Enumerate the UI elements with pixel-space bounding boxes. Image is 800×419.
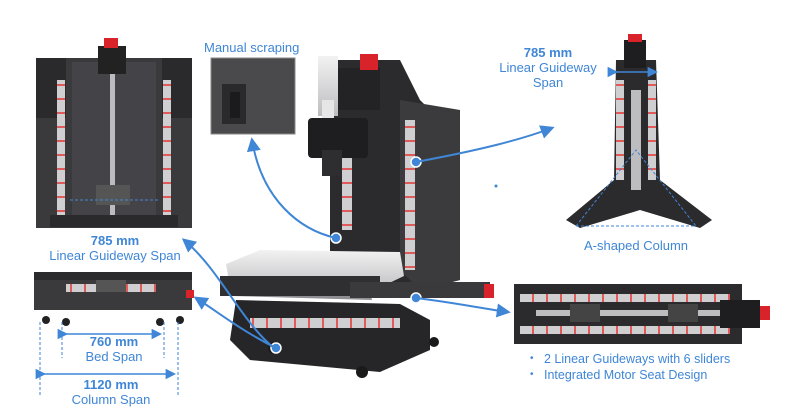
a-column-label: A-shaped Column (583, 238, 689, 253)
guideway-motor-view (514, 284, 770, 344)
feature-item: Integrated Motor Seat Design (530, 367, 730, 383)
bed-span-label: 760 mm Bed Span (85, 334, 143, 364)
left-guideway-label: 785 mm Linear Guideway Span (49, 233, 181, 263)
feature-list: 2 Linear Guideways with 6 sliders Integr… (530, 351, 730, 383)
bed-front-view (34, 272, 194, 395)
feature-item: 2 Linear Guideways with 6 sliders (530, 351, 730, 367)
marker-dot (494, 184, 498, 188)
manual-scraping-label: Manual scraping (204, 40, 300, 55)
column-span-label: 1120 mm Column Span (71, 377, 151, 407)
a-column-view (566, 34, 712, 228)
column-front-view (36, 38, 192, 228)
scraping-closeup (210, 57, 296, 135)
top-guideway-label: 785 mm Linear Guideway Span (499, 45, 597, 90)
vmc-machine (220, 54, 494, 378)
callout-arrows (181, 125, 555, 349)
